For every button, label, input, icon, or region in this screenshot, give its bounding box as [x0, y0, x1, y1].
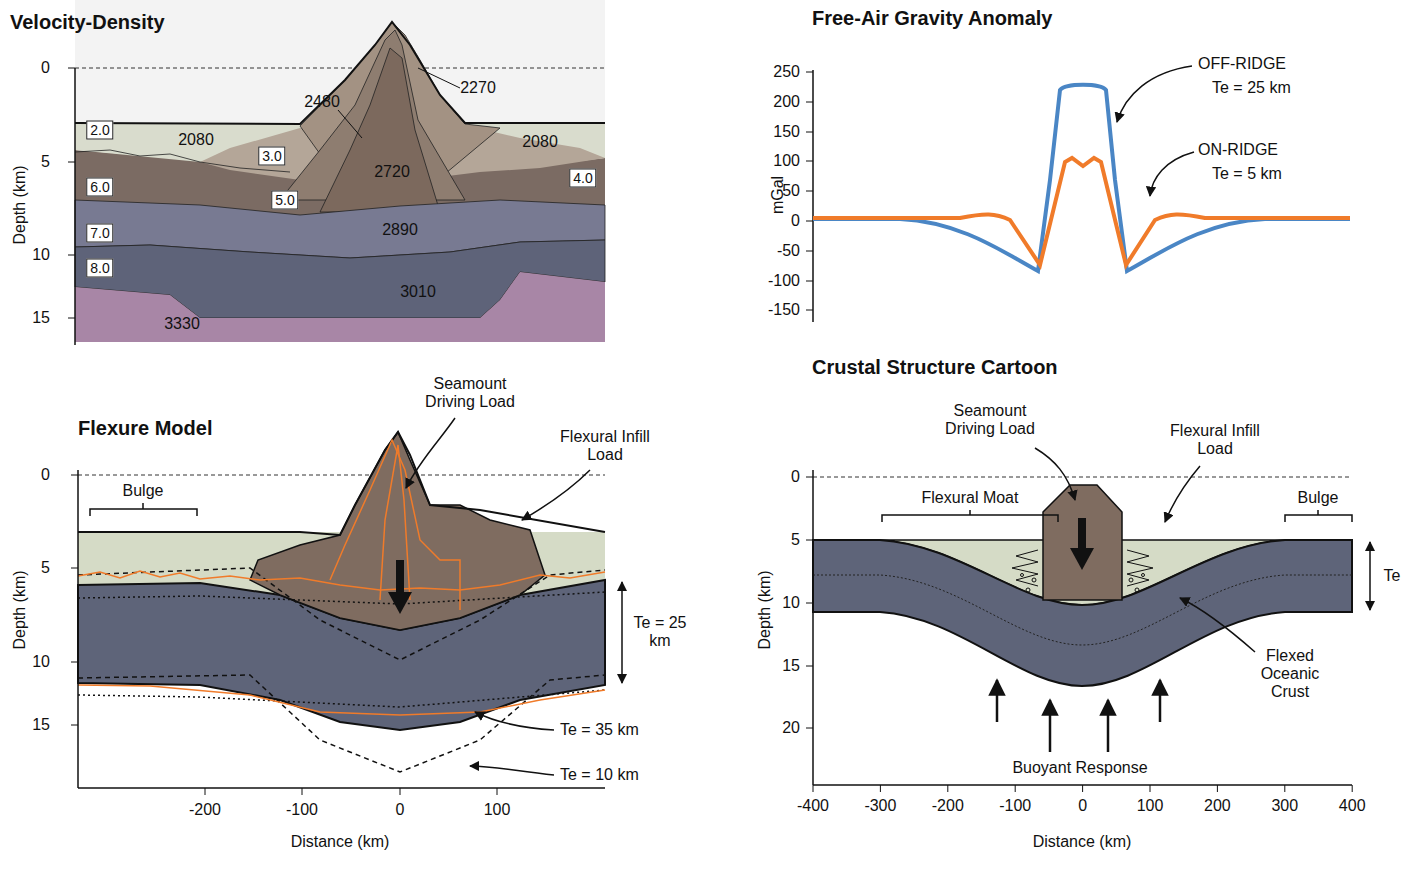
text-label: 2270 [460, 79, 496, 97]
text-label: Te = 35 km [560, 721, 639, 739]
text-label: 0 [41, 59, 50, 77]
text-label: 2890 [382, 221, 418, 239]
text-label: -200 [189, 801, 221, 819]
axis-title: Depth (km) [11, 165, 29, 244]
axis-title: mGal [769, 176, 787, 214]
text-label: 15 [32, 716, 50, 734]
text-label: 100 [773, 152, 800, 170]
text-label: Seamount Driving Load [935, 402, 1045, 438]
text-label: -100 [286, 801, 318, 819]
text-label: 400 [1339, 797, 1366, 815]
text-label: 200 [773, 93, 800, 111]
text-label: 0 [41, 466, 50, 484]
text-label: 100 [1137, 797, 1164, 815]
text-label: -100 [999, 797, 1031, 815]
text-label: 5 [791, 531, 800, 549]
text-label: Flexural Moat [922, 489, 1019, 507]
text-label: OFF-RIDGE [1198, 55, 1286, 73]
text-label: Flexural Infill Load [555, 428, 655, 464]
velocity-value: 8.0 [90, 260, 109, 276]
text-label: 300 [1271, 797, 1298, 815]
panel-title: Crustal Structure Cartoon [812, 355, 1058, 379]
velocity-value: 5.0 [275, 192, 294, 208]
velocity-box: 8.0 [86, 259, 113, 278]
text-label: 10 [782, 594, 800, 612]
panel-title: Flexure Model [78, 416, 212, 440]
text-label: 0 [1078, 797, 1087, 815]
text-label: 15 [782, 657, 800, 675]
text-label: Bulge [123, 482, 164, 500]
text-label: 0 [396, 801, 405, 819]
velocity-box: 4.0 [569, 169, 596, 188]
text-label: -300 [864, 797, 896, 815]
velocity-value: 3.0 [262, 148, 281, 164]
text-label: ON-RIDGE [1198, 141, 1278, 159]
text-label: -50 [777, 242, 800, 260]
text-label: 100 [484, 801, 511, 819]
text-label: Buoyant Response [1012, 759, 1147, 777]
velocity-value: 6.0 [90, 179, 109, 195]
axis-title: Depth (km) [756, 570, 774, 649]
text-label: 5 [41, 559, 50, 577]
text-label: Te = 5 km [1212, 165, 1282, 183]
text-label: Distance (km) [1033, 833, 1132, 851]
velocity-box: 5.0 [271, 191, 298, 210]
text-label: 10 [32, 653, 50, 671]
velocity-box: 2.0 [86, 121, 113, 140]
text-label: -200 [932, 797, 964, 815]
text-label: -100 [768, 272, 800, 290]
panel-title: Free-Air Gravity Anomaly [812, 6, 1052, 30]
velocity-value: 7.0 [90, 225, 109, 241]
text-label: Flexed Oceanic Crust [1248, 647, 1332, 701]
text-label: 3330 [164, 315, 200, 333]
text-label: Seamount Driving Load [410, 375, 530, 411]
text-label: Distance (km) [291, 833, 390, 851]
text-label: Bulge [1298, 489, 1339, 507]
text-label: Te [1384, 567, 1401, 585]
text-label: 2720 [374, 163, 410, 181]
text-label: 200 [1204, 797, 1231, 815]
text-label: Flexural Infill Load [1165, 422, 1265, 458]
panel-title: Velocity-Density [10, 10, 165, 34]
text-label: Te = 25 km [1212, 79, 1291, 97]
text-label: 3010 [400, 283, 436, 301]
velocity-value: 2.0 [90, 122, 109, 138]
text-label: 2480 [304, 93, 340, 111]
text-label: -150 [768, 301, 800, 319]
axis-title: Depth (km) [11, 570, 29, 649]
velocity-value: 4.0 [573, 170, 592, 186]
text-label: -400 [797, 797, 829, 815]
text-label: 5 [41, 153, 50, 171]
velocity-box: 6.0 [86, 178, 113, 197]
text-label: 15 [32, 309, 50, 327]
text-label: Te = 10 km [560, 766, 639, 784]
text-label: 150 [773, 123, 800, 141]
text-label: 0 [791, 468, 800, 486]
text-label: 2080 [178, 131, 214, 149]
text-label: 0 [791, 212, 800, 230]
text-label: Te = 25 km [633, 614, 687, 650]
text-label: 20 [782, 719, 800, 737]
text-label: 250 [773, 63, 800, 81]
text-label: 2080 [522, 133, 558, 151]
text-label: 10 [32, 246, 50, 264]
velocity-box: 3.0 [258, 147, 285, 166]
velocity-box: 7.0 [86, 224, 113, 243]
